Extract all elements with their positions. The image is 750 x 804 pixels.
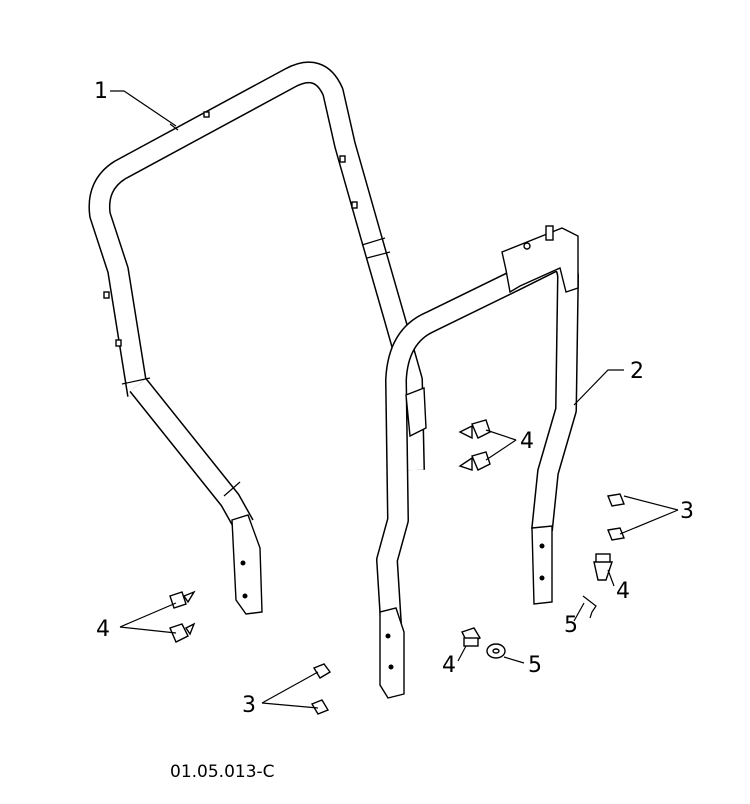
callout-4-right: 4 (616, 579, 630, 604)
callout-5-left: 5 (564, 613, 578, 638)
bolt-bottom-center (461, 627, 481, 647)
leader-lines (110, 90, 679, 709)
callout-3-right: 3 (680, 499, 694, 524)
callout-4-bottom: 4 (442, 653, 456, 678)
nut-right-lower (607, 527, 625, 541)
pin-part-5 (582, 595, 597, 619)
callout-4-center: 4 (520, 429, 534, 454)
bolt-left-lower (169, 622, 196, 643)
nut-bottom-lower (310, 699, 330, 715)
rollbar-frame-part-2 (376, 225, 579, 699)
callout-1: 1 (94, 79, 108, 104)
bolt-center-lower (458, 451, 491, 471)
nut-bottom-upper (312, 663, 332, 679)
callout-2: 2 (630, 359, 644, 384)
bolt-center-upper (458, 419, 491, 440)
bolt-left-upper (169, 590, 196, 609)
bolt-right (593, 553, 613, 581)
nut-right-upper (607, 493, 625, 507)
callout-5-right: 5 (528, 653, 542, 678)
figure-number: 01.05.013-C (170, 762, 275, 782)
washer-part-5 (486, 643, 506, 659)
callout-3-bottom: 3 (242, 693, 256, 718)
rollbar-frame-part-1 (88, 61, 425, 615)
callout-4-left: 4 (96, 617, 110, 642)
